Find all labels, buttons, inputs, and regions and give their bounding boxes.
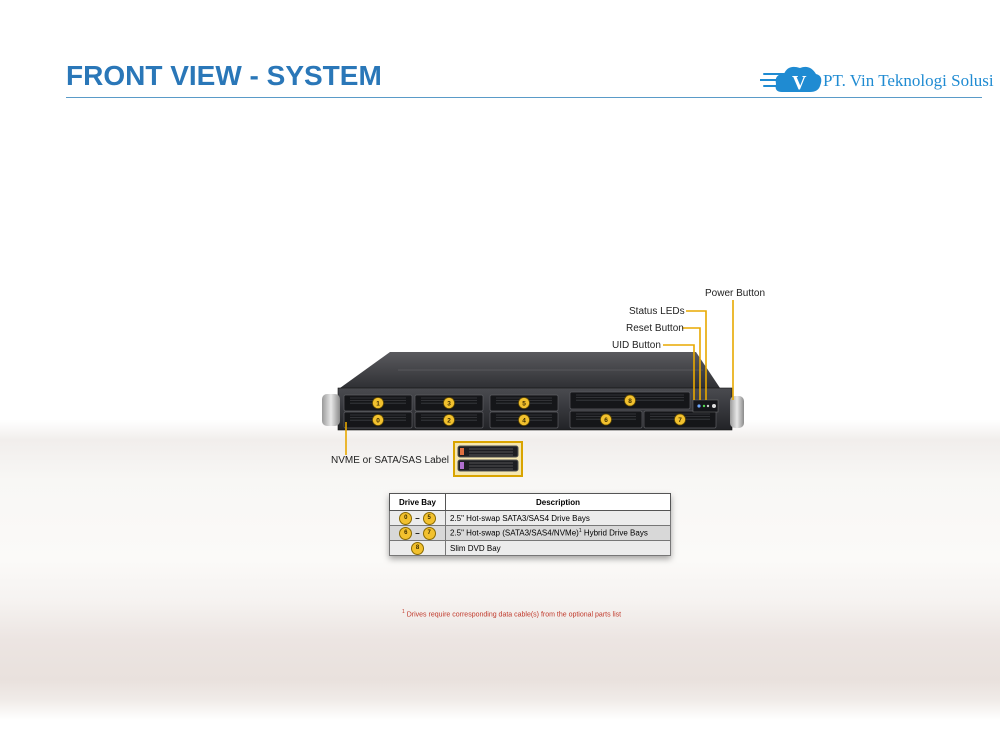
table-header-row: Drive Bay Description [389,493,671,511]
bay-number-badge: 6 [399,526,413,540]
reset-button-label: Reset Button [626,323,684,334]
bay-range-cell: 6–7 [389,525,446,541]
desc-text: 2.5" Hot-swap (SATA3/SAS4/NVMe) [450,528,579,538]
bay-number-marker [518,414,530,426]
server-chassis-front: 1 3 5 0 2 4 8 6 7 [322,352,744,431]
bay-number-label: 6 [604,417,608,424]
drive-tray-detail [457,445,519,472]
footnote: 1 Drives require corresponding data cabl… [402,609,621,618]
table-row: 6–7 2.5" Hot-swap (SATA3/SAS4/NVMe)1 Hyb… [389,525,671,541]
bay-number-badge: 8 [411,541,424,555]
nvme-sata-sas-label: NVME or SATA/SAS Label [331,455,450,466]
bay-number-marker [674,413,686,426]
table-row: 0–5 2.5" Hot-swap SATA3/SAS4 Drive Bays [389,510,671,526]
power-button-icon [712,404,716,408]
bay-number-label: 2 [447,417,451,424]
bay-number-marker [624,394,636,407]
bay-description: Slim DVD Bay [445,540,671,556]
bay-number-label: 5 [522,400,526,407]
table-row: 8 Slim DVD Bay [389,540,671,556]
company-name: PT. Vin Teknologi Solusi [823,71,994,90]
footnote-text: Drives require corresponding data cable(… [404,611,622,619]
bay-range-cell: 0–5 [389,510,446,526]
bay-number-label: 4 [522,417,526,424]
uid-button-icon [697,404,701,408]
status-leds-label: Status LEDs [629,306,685,317]
bay-number-marker [518,397,530,409]
right-rack-handle [730,396,744,428]
bay-description: 2.5" Hot-swap SATA3/SAS4 Drive Bays [445,510,671,526]
bay-number-label: 1 [376,400,380,407]
reset-button-icon [706,404,710,408]
logo-letter: V [792,72,807,94]
page-title: FRONT VIEW - SYSTEM [66,60,382,91]
cloud-v-icon: V [760,66,822,94]
drive-label-inset [453,441,523,477]
bay-number-badge: 7 [422,526,436,540]
bay-number-label: 0 [376,417,380,424]
power-button-label: Power Button [705,288,766,299]
footnote-mark: 1 [402,609,405,615]
bay-number-marker [443,414,455,426]
left-rack-handle [322,394,340,426]
bay-number-badge: 0 [399,511,413,525]
bay-number-marker [372,397,384,409]
bay-number-marker [600,413,612,426]
uid-button-label: UID Button [612,340,661,351]
bay-number-badge: 5 [422,511,436,525]
range-dash: – [415,513,420,523]
range-dash: – [415,528,420,538]
control-panel [692,399,719,413]
bay-number-label: 3 [447,400,451,407]
status-led-icon [702,404,706,408]
bay-single-cell: 8 [389,540,446,556]
bay-description: 2.5" Hot-swap (SATA3/SAS4/NVMe)1 Hybrid … [445,525,671,541]
description-header: Description [445,493,671,511]
drive-bay-table: Drive Bay Description 0–5 2.5" Hot-swap … [389,493,671,556]
bay-number-label: 8 [628,398,632,405]
bay-number-label: 7 [678,417,682,424]
bay-number-marker [372,414,384,426]
drive-bay-header: Drive Bay [389,493,446,511]
desc-text-tail: Hybrid Drive Bays [581,528,648,538]
footnote-ref: 1 [578,528,582,535]
title-underline [66,97,982,98]
bay-number-marker [443,397,455,409]
